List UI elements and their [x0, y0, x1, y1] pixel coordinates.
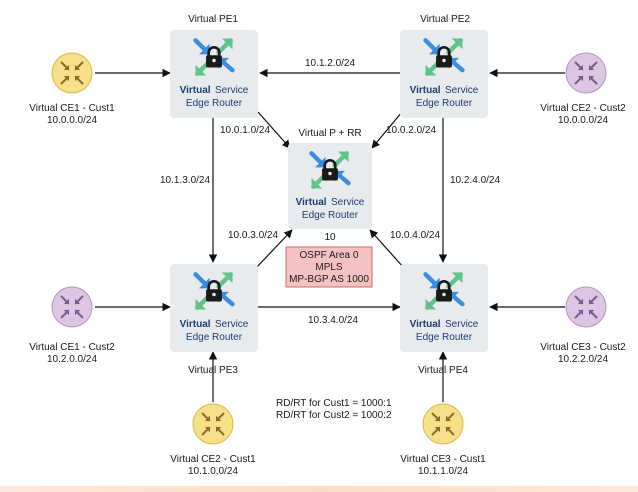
- protocol-box-bg: [285, 246, 373, 288]
- pe2-label-line2: Edge Router: [416, 98, 473, 109]
- label-pe2-prr: 10.0.2.0/24: [386, 125, 436, 136]
- label-pe1-prr: 10.0.1.0/24: [220, 125, 270, 136]
- ce1-cust1-subnet: 10.0.0.0/24: [47, 115, 97, 126]
- link-pe2-prr: [371, 111, 403, 149]
- links: [95, 68, 565, 402]
- bottom-strip: [0, 486, 638, 492]
- pe3-label-line2: Edge Router: [186, 332, 243, 343]
- pe3-label-line1: Virtual Service: [180, 314, 249, 331]
- prr-title: Virtual P + RR: [298, 128, 361, 139]
- pe2-title: Virtual PE2: [420, 14, 470, 25]
- ce2-cust2-subnet: 10.0.0.0/24: [558, 115, 608, 126]
- label-pe2-pe4: 10.2.4.0/24: [450, 175, 500, 186]
- ce3-cust2-name: Virtual CE3 - Cust2: [540, 342, 626, 353]
- pe2-label-line1: Virtual Service: [410, 80, 479, 97]
- protocol-line-bgp: MP-BGP AS 1000: [289, 274, 369, 285]
- pe4-label-line2: Edge Router: [416, 332, 473, 343]
- router-prr[interactable]: Virtual P + RR Virtual Service Edge Rout…: [288, 128, 372, 229]
- ce1-cust2-subnet: 10.2.0.0/24: [47, 354, 97, 365]
- link-pe4-prr: [369, 229, 405, 269]
- pe4-label-line1: Virtual Service: [410, 314, 479, 331]
- router-pe2[interactable]: Virtual PE2 Virtual Service Edge Router: [400, 14, 488, 118]
- protocol-line-ospf: OSPF Area 0: [300, 250, 359, 261]
- ce-router-ce2-cust1[interactable]: Virtual CE2 - Cust1 10.1.0.0/24: [170, 403, 256, 477]
- label-pe2-pe1: 10.1.2.0/24: [305, 58, 355, 69]
- ce-router-ce3-cust1[interactable]: Virtual CE3 - Cust1 10.1.1.0/24: [400, 403, 486, 477]
- router-pe3[interactable]: Virtual Service Edge Router Virtual PE3: [170, 264, 258, 376]
- pe1-tile: [170, 30, 258, 118]
- pe4-tile: [400, 264, 488, 352]
- ce2-cust1-name: Virtual CE2 - Cust1: [170, 454, 256, 465]
- ce3-cust2-subnet: 10.2.2.0/24: [558, 354, 608, 365]
- area-number: 10: [324, 232, 336, 243]
- ce-router-ce1-cust2[interactable]: Virtual CE1 - Cust2 10.2.0.0/24: [29, 286, 115, 365]
- ce1-cust1-circle: [51, 52, 93, 94]
- prr-label-line1: Virtual Service: [296, 192, 365, 209]
- ce3-cust1-name: Virtual CE3 - Cust1: [400, 454, 486, 465]
- protocol-box: OSPF Area 0 MPLS MP-BGP AS 1000: [285, 246, 373, 288]
- label-pe3-pe4: 10.3.4.0/24: [308, 315, 358, 326]
- pe1-title: Virtual PE1: [188, 14, 238, 25]
- router-pe4[interactable]: Virtual Service Edge Router Virtual PE4: [400, 264, 488, 376]
- pe3-title: Virtual PE3: [188, 365, 238, 376]
- ce1-cust1-name: Virtual CE1 - Cust1: [29, 103, 115, 114]
- ce-router-ce2-cust2[interactable]: Virtual CE2 - Cust2 10.0.0.0/24: [540, 52, 626, 126]
- ce1-cust2-circle: [51, 286, 93, 328]
- link-labels: 10.1.2.0/24 10.0.1.0/24 10.0.2.0/24 10.1…: [160, 58, 500, 326]
- prr-tile: [288, 143, 372, 229]
- ce1-cust2-name: Virtual CE1 - Cust2: [29, 342, 115, 353]
- ce3-cust1-circle: [422, 403, 464, 445]
- pe1-label-line2: Edge Router: [186, 98, 243, 109]
- ce2-cust2-name: Virtual CE2 - Cust2: [540, 103, 626, 114]
- ce3-cust2-circle: [565, 286, 607, 328]
- rdrt-cust2: RD/RT for Cust2 = 1000:2: [276, 410, 392, 421]
- ce2-cust1-circle: [192, 403, 234, 445]
- pe2-tile: [400, 30, 488, 118]
- ce-router-ce1-cust1[interactable]: Virtual CE1 - Cust1 10.0.0.0/24: [29, 52, 115, 126]
- label-pe4-prr: 10.0.4.0/24: [390, 230, 440, 241]
- label-pe1-pe3: 10.1.3.0/24: [160, 175, 210, 186]
- protocol-line-mpls: MPLS: [315, 262, 343, 273]
- link-pe1-prr: [257, 111, 291, 149]
- pe1-label-line1: Virtual Service: [180, 80, 249, 97]
- rdrt-cust1: RD/RT for Cust1 = 1000:1: [276, 398, 392, 409]
- pe4-title: Virtual PE4: [418, 365, 468, 376]
- prr-label-line2: Edge Router: [302, 210, 359, 221]
- ce-router-ce3-cust2[interactable]: Virtual CE3 - Cust2 10.2.2.0/24: [540, 286, 626, 365]
- router-pe1[interactable]: Virtual PE1 Virtual Service Edge Router: [170, 14, 258, 118]
- ce3-cust1-subnet: 10.1.1.0/24: [418, 466, 468, 477]
- link-pe3-prr: [255, 229, 293, 269]
- label-pe3-prr: 10.0.3.0/24: [228, 230, 278, 241]
- pe3-tile: [170, 264, 258, 352]
- ce2-cust2-circle: [565, 52, 607, 94]
- ce2-cust1-subnet: 10.1.0.0/24: [188, 466, 238, 477]
